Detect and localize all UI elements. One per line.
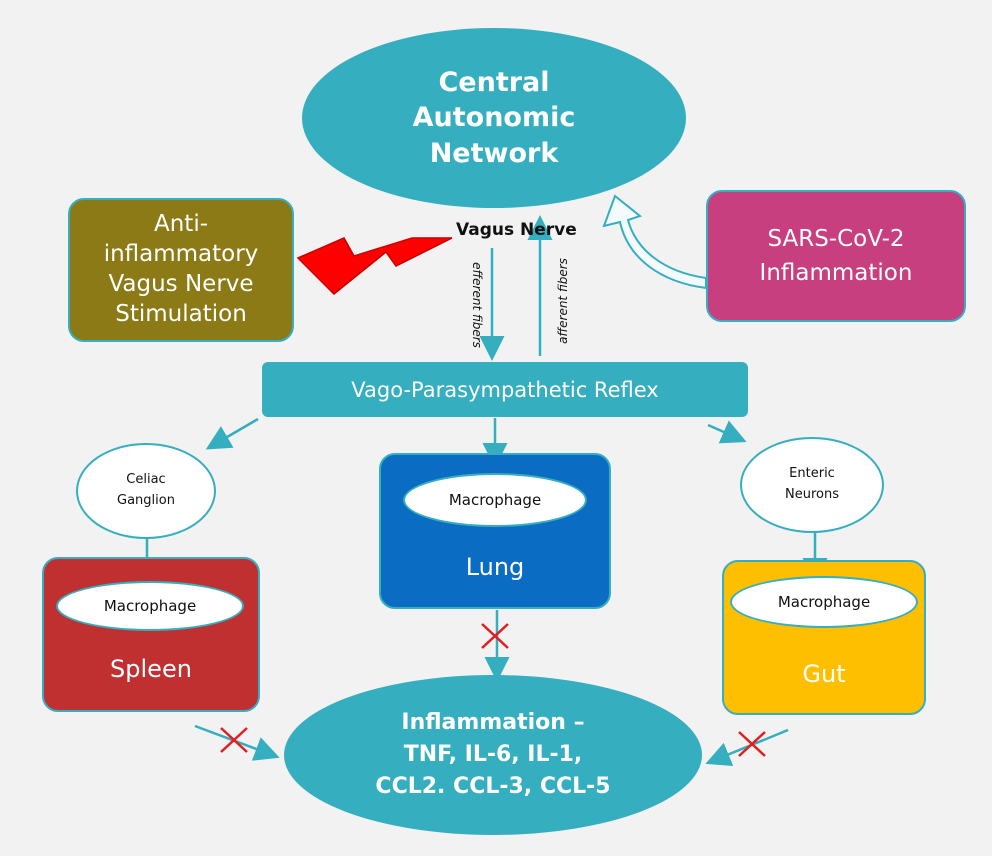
block-mark-gut	[738, 731, 766, 757]
gut-macrophage: Macrophage	[730, 576, 918, 628]
reflex-label: Vago-Parasympathetic Reflex	[351, 377, 659, 402]
sars-label: SARS-CoV-2 Inflammation	[759, 225, 913, 287]
celiac-ganglion-node: Celiac Ganglion	[76, 443, 216, 539]
cns-label: Central Autonomic Network	[412, 66, 576, 169]
lung-label: Lung	[465, 553, 525, 581]
vagus-nerve-label: Vagus Nerve	[456, 220, 577, 240]
spleen-macrophage: Macrophage	[56, 581, 244, 631]
afferent-fibers-label: afferent fibers	[556, 258, 570, 344]
inflammation-node: Inflammation – TNF, IL-6, IL-1, CCL2. CC…	[284, 675, 702, 835]
celiac-label: Celiac Ganglion	[117, 472, 175, 508]
stimulation-box: Anti- inflammatory Vagus Nerve Stimulati…	[68, 198, 294, 342]
reflex-to-enteric-arrow	[707, 420, 747, 444]
stimulation-label: Anti- inflammatory Vagus Nerve Stimulati…	[103, 211, 259, 327]
block-mark-spleen	[220, 727, 248, 753]
enteric-neurons-node: Enteric Neurons	[740, 437, 884, 533]
lightning-bolt-icon	[296, 237, 453, 296]
lung-macrophage-label: Macrophage	[448, 491, 542, 509]
block-mark-lung	[481, 623, 509, 649]
gut-box: Macrophage Gut	[722, 560, 926, 715]
lung-box: Macrophage Lung	[379, 453, 611, 609]
gut-label: Gut	[802, 660, 846, 688]
enteric-label: Enteric Neurons	[785, 466, 839, 502]
central-autonomic-network-node: Central Autonomic Network	[302, 28, 686, 208]
inflammation-label: Inflammation – TNF, IL-6, IL-1, CCL2. CC…	[375, 710, 611, 799]
spleen-label: Spleen	[110, 655, 192, 683]
lung-macrophage: Macrophage	[403, 473, 587, 527]
sars-cov-2-box: SARS-CoV-2 Inflammation	[706, 190, 966, 322]
sars-feedback-arrow	[602, 194, 707, 290]
gut-macrophage-label: Macrophage	[777, 593, 871, 611]
efferent-fibers-label: efferent fibers	[470, 262, 484, 348]
vago-parasympathetic-reflex-bar: Vago-Parasympathetic Reflex	[262, 362, 748, 417]
reflex-to-celiac-arrow	[205, 417, 259, 450]
spleen-macrophage-label: Macrophage	[103, 597, 197, 615]
spleen-box: Macrophage Spleen	[42, 557, 260, 712]
